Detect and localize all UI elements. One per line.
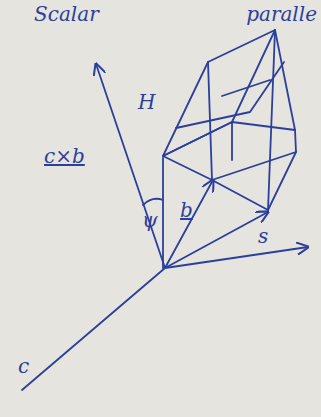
sketch-label: paralle	[246, 4, 317, 24]
sketch-label: c	[18, 356, 29, 376]
cross-product-vector	[96, 64, 165, 268]
sketch-label: ψ	[142, 210, 158, 230]
sketch-label: s	[258, 226, 268, 246]
axis	[22, 268, 165, 390]
sketch-label: Scalar	[34, 4, 99, 24]
sketch-label: c×b	[44, 146, 85, 166]
axis	[165, 247, 308, 268]
sketch-label: H	[138, 92, 155, 112]
vector-s	[165, 212, 268, 268]
parallelepiped	[163, 30, 296, 210]
height-line	[162, 158, 164, 268]
sketch-label: b	[180, 200, 193, 220]
angle-arc	[143, 199, 163, 205]
